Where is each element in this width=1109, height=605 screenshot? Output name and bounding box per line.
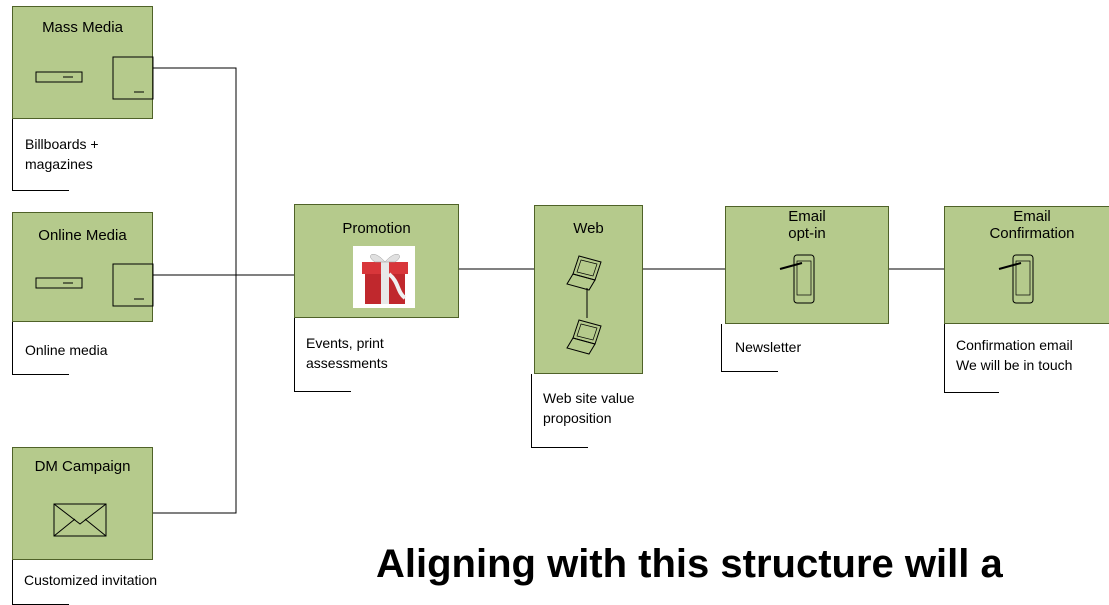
tablet-icon	[998, 254, 1034, 304]
printer-icon	[35, 277, 83, 289]
online-media-caption: Online media	[25, 342, 108, 358]
banner-heading: Aligning with this structure will a	[376, 542, 1003, 586]
monitor-icon	[112, 263, 154, 307]
email-optin-title: Email opt-in	[788, 208, 826, 242]
email-confirmation-node: Email Confirmation	[944, 206, 1109, 324]
web-caption-bracket	[531, 374, 588, 448]
laptop-link-line	[586, 288, 588, 318]
promotion-title: Promotion	[342, 220, 411, 237]
web-title: Web	[573, 220, 604, 237]
email-confirmation-caption: Confirmation email We will be in touch	[956, 337, 1073, 373]
promotion-caption-bracket	[294, 318, 351, 392]
printer-icon	[35, 71, 83, 83]
connector-mass-media	[153, 67, 237, 275]
mass-media-title: Mass Media	[42, 19, 123, 36]
mass-media-node: Mass Media	[12, 6, 154, 119]
envelope-icon	[53, 503, 107, 537]
online-media-title: Online Media	[38, 227, 127, 244]
email-optin-caption: Newsletter	[735, 339, 802, 355]
email-confirmation-caption-bracket	[944, 324, 999, 393]
laptop-icon	[566, 255, 602, 291]
mass-media-caption-bracket	[12, 119, 69, 191]
monitor-icon	[112, 56, 154, 100]
dm-campaign-node: DM Campaign	[12, 447, 153, 560]
promotion-node: Promotion	[294, 204, 459, 318]
email-optin-node: Email opt-in	[725, 206, 889, 324]
email-confirmation-title: Email Confirmation	[989, 208, 1075, 242]
promotion-caption: Events, print assessments	[306, 335, 388, 371]
mass-media-caption: Billboards + magazines	[25, 136, 99, 172]
laptop-icon	[566, 319, 602, 355]
online-media-caption-bracket	[12, 322, 69, 375]
online-media-node: Online Media	[12, 212, 154, 322]
dm-campaign-caption: Customized invitation	[24, 572, 158, 588]
web-node: Web	[534, 205, 643, 374]
tablet-icon	[779, 254, 815, 304]
web-caption: Web site value proposition	[543, 390, 635, 426]
dm-campaign-title: DM Campaign	[34, 458, 131, 475]
connector-dm-campaign	[153, 275, 237, 514]
gift-icon	[353, 246, 415, 308]
email-optin-caption-bracket	[721, 324, 778, 372]
